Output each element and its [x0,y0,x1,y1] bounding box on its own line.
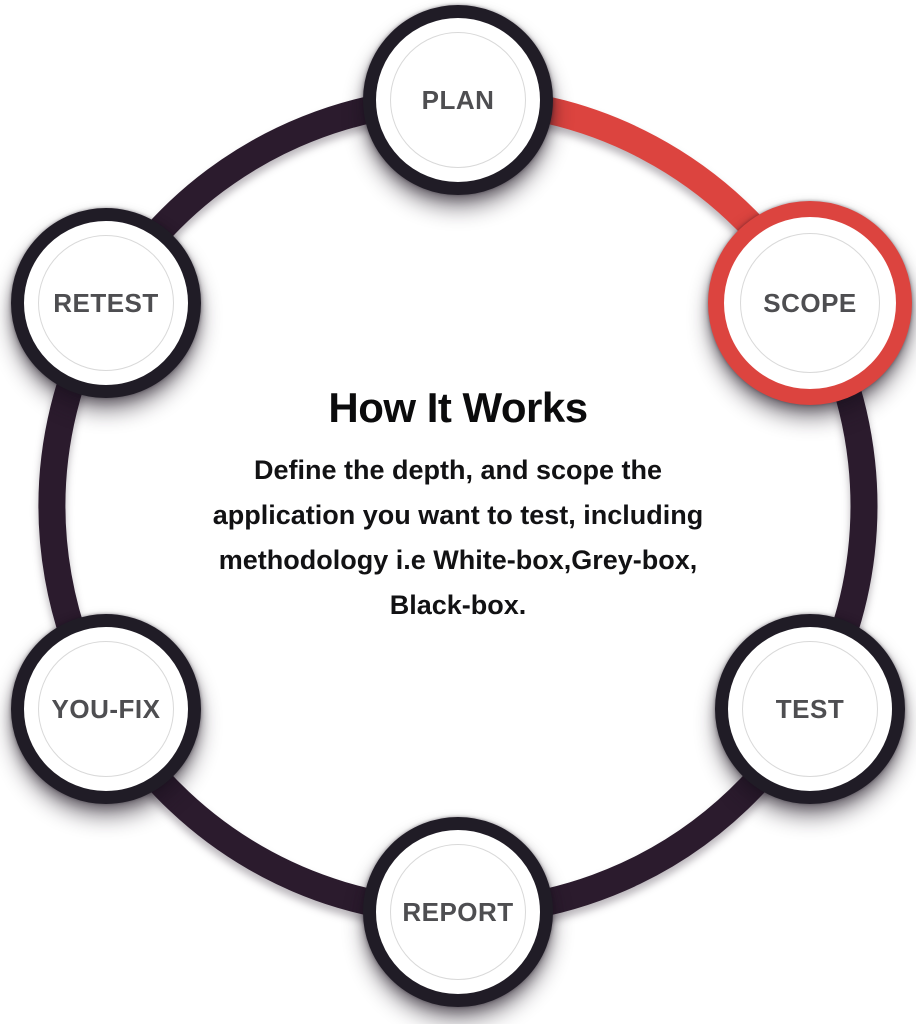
step-label: PLAN [421,84,495,115]
node-inner-circle: YOU-FIX [38,641,174,777]
node-inner-circle: PLAN [390,32,526,168]
center-text: How It Works Define the depth, and scope… [158,384,758,628]
step-label: SCOPE [763,287,857,318]
node-inner-circle: TEST [742,641,878,777]
step-node-retest[interactable]: RETEST [11,208,201,398]
step-label: YOU-FIX [51,693,161,724]
node-inner-circle: RETEST [38,235,174,371]
section-title: How It Works [328,384,588,431]
step-description: Define the depth, and scope the applicat… [212,455,704,620]
step-node-you-fix[interactable]: YOU-FIX [11,614,201,804]
step-node-test[interactable]: TEST [715,614,905,804]
node-inner-circle: REPORT [390,844,526,980]
step-label: TEST [775,693,845,724]
step-label: REPORT [402,896,514,927]
node-inner-circle: SCOPE [740,233,880,373]
step-node-scope[interactable]: SCOPE [708,201,912,405]
step-node-report[interactable]: REPORT [363,817,553,1007]
step-label: RETEST [53,287,159,318]
step-node-plan[interactable]: PLAN [363,5,553,195]
